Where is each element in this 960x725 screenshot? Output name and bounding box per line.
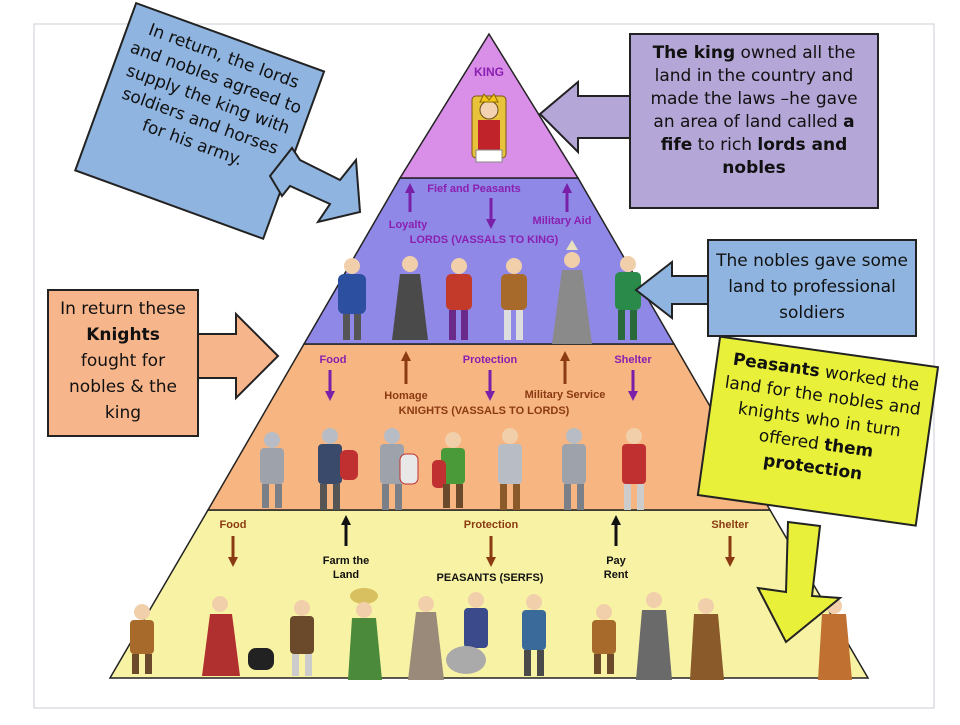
peasants-worked-callout — [696, 335, 940, 527]
knights-fought-box — [47, 289, 199, 437]
knights-figures-group — [260, 428, 646, 510]
knights-fought-callout-text: In return these Knights fought for noble… — [56, 296, 190, 426]
king-callout-text: The king owned all the land in the count… — [638, 42, 870, 180]
knights-label-shelter: Shelter — [614, 354, 652, 366]
lord-figure-icon — [615, 256, 641, 340]
peasant-figure-icon — [522, 594, 546, 676]
lords-label-loyalty: Loyalty — [389, 219, 428, 231]
lords-label-fief: Fief and Peasants — [427, 183, 521, 195]
nobles-gave-text: The nobles gave some land to professiona… — [716, 251, 908, 323]
king-figure-icon — [471, 93, 507, 163]
peasant-figure-icon — [592, 604, 616, 674]
peasant-figure-icon — [348, 588, 382, 680]
lords-label-military-aid: Military Aid — [533, 215, 592, 227]
king-callout-part-2: owned all the land in the country and ma… — [650, 43, 858, 132]
knights-fought-part-2: Knights — [86, 325, 160, 345]
peasant-figure-icon — [446, 592, 488, 674]
peasants-worked-part-2: worked the land for the nobles and knigh… — [723, 361, 922, 455]
peasants-label-shelter: Shelter — [711, 519, 749, 531]
bishop-figure-icon — [552, 240, 592, 344]
knights-tier — [206, 343, 772, 511]
knights-label-food: Food — [320, 354, 347, 366]
king-title: KING — [474, 65, 504, 79]
king-callout-part-1: The king — [652, 43, 736, 63]
nobles-gave-box — [707, 239, 917, 337]
lords-figures-group — [338, 240, 641, 344]
knight-figure-icon — [498, 428, 522, 510]
lord-figure-icon — [392, 256, 428, 340]
knights-label-military-service: Military Service — [525, 389, 606, 401]
lords-supply-arrow — [268, 146, 362, 224]
knight-figure-icon — [380, 428, 419, 510]
knights-fought-part-1: In return these — [60, 299, 186, 319]
knight-figure-icon — [260, 432, 284, 508]
nobles-gave-callout-text: The nobles gave some land to professiona… — [716, 248, 908, 326]
peasants-label-protection: Protection — [464, 519, 519, 531]
knights-fought-part-3: fought for nobles & the king — [69, 351, 177, 423]
monk-figure-icon — [408, 596, 444, 680]
peasants-tier-title: PEASANTS (SERFS) — [437, 572, 544, 584]
knights-label-protection: Protection — [463, 354, 518, 366]
king-callout-box — [629, 33, 879, 209]
peasant-figure-icon — [690, 598, 724, 680]
knight-figure-icon — [562, 428, 586, 510]
knight-figure-icon — [318, 428, 358, 510]
knight-figure-icon — [622, 428, 646, 510]
knight-figure-icon — [432, 432, 465, 508]
king-callout-part-5: lords and nobles — [722, 135, 848, 178]
knights-tier-title: KNIGHTS (VASSALS TO LORDS) — [399, 405, 570, 417]
lord-figure-icon — [338, 258, 366, 340]
peasant-figure-icon — [290, 600, 314, 676]
monk-figure-icon — [636, 592, 672, 680]
peasants-label-food: Food — [220, 519, 247, 531]
king-callout-part-4: to rich — [692, 135, 758, 155]
lords-tier-title: LORDS (VASSALS TO KING) — [410, 234, 559, 246]
peasant-figure-icon — [202, 596, 274, 676]
knights-label-homage: Homage — [384, 390, 427, 402]
peasants-worked-arrow — [756, 520, 843, 644]
lord-figure-icon — [501, 258, 527, 340]
peasants-figures-group — [130, 588, 852, 680]
king-callout-part-3: a fife — [660, 112, 855, 155]
lord-figure-icon — [446, 258, 472, 340]
knights-fought-arrow — [197, 311, 280, 401]
peasant-figure-icon — [130, 604, 154, 674]
